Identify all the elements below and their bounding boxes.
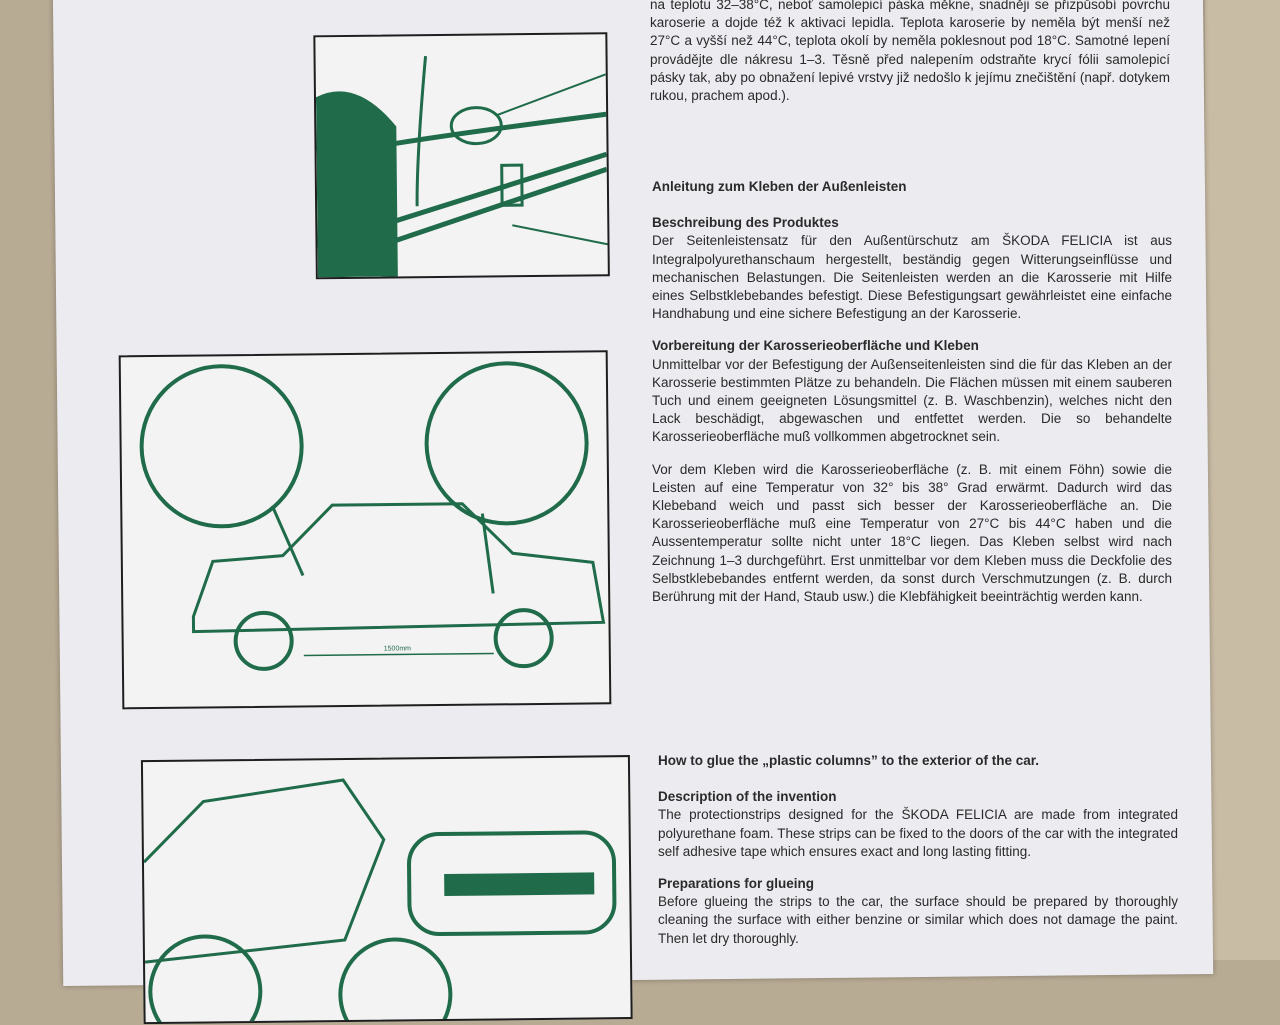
german-desc-heading: Beschreibung des Produktes: [652, 215, 839, 231]
english-title: How to glue the „plastic columns” to the…: [658, 753, 1040, 768]
dimension-label: 1500mm: [384, 645, 411, 652]
german-section: Anleitung zum Kleben der Außenleisten Be…: [652, 178, 1172, 620]
figure-strip-application: [140, 755, 633, 1025]
illustration-car: 1500mm: [139, 361, 606, 671]
czech-paragraph: na teplotu 32–38°C, neboť samolepicí pás…: [650, 0, 1170, 104]
english-prep-text: Before glueing the strips to the car, th…: [658, 894, 1178, 946]
english-desc-text: The protectionstrips designed for the ŠK…: [658, 807, 1178, 859]
german-prep-text-2: Vor dem Kleben wird die Karosserieoberfl…: [652, 461, 1172, 605]
cardboard-background: [1205, 0, 1280, 960]
english-section: How to glue the „plastic columns” to the…: [658, 752, 1178, 962]
english-desc-heading: Description of the invention: [658, 789, 837, 805]
german-prep-text-1: Unmittelbar vor der Befestigung der Auße…: [652, 356, 1172, 445]
illustration-strip: [142, 778, 617, 1025]
illustration-door-glue: [315, 56, 608, 278]
english-prep-heading: Preparations for glueing: [658, 876, 815, 892]
figure-car-side-view: 1500mm: [118, 350, 612, 710]
figure-hand-applying-strip: [313, 32, 610, 280]
german-desc-text: Der Seitenleistensatz für den Außentürsc…: [652, 233, 1172, 322]
german-title: Anleitung zum Kleben der Außenleisten: [652, 179, 907, 194]
german-prep-heading: Vorbereitung der Karosserieoberfläche un…: [652, 338, 979, 354]
czech-section: na teplotu 32–38°C, neboť samolepicí pás…: [650, 0, 1170, 119]
